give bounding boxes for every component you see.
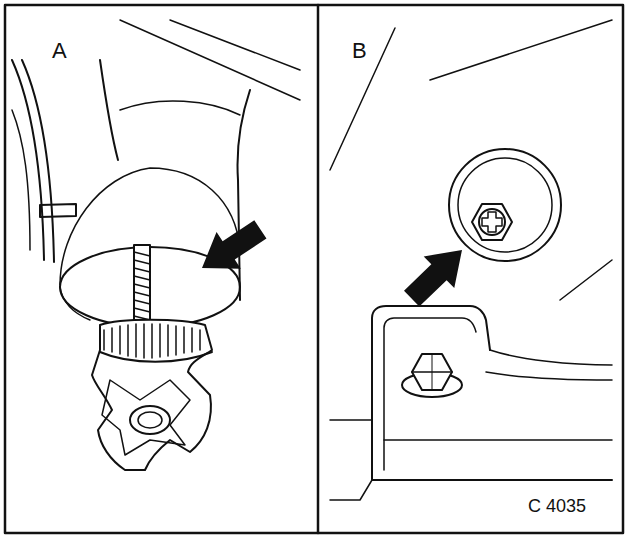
divider bbox=[317, 5, 320, 533]
panel-a-drawing bbox=[12, 20, 300, 470]
figure-code: C 4035 bbox=[528, 497, 586, 515]
panel-label: A bbox=[52, 40, 67, 62]
panel-label: B bbox=[352, 40, 367, 62]
panel-b-drawing bbox=[330, 20, 612, 500]
frame bbox=[5, 5, 623, 533]
